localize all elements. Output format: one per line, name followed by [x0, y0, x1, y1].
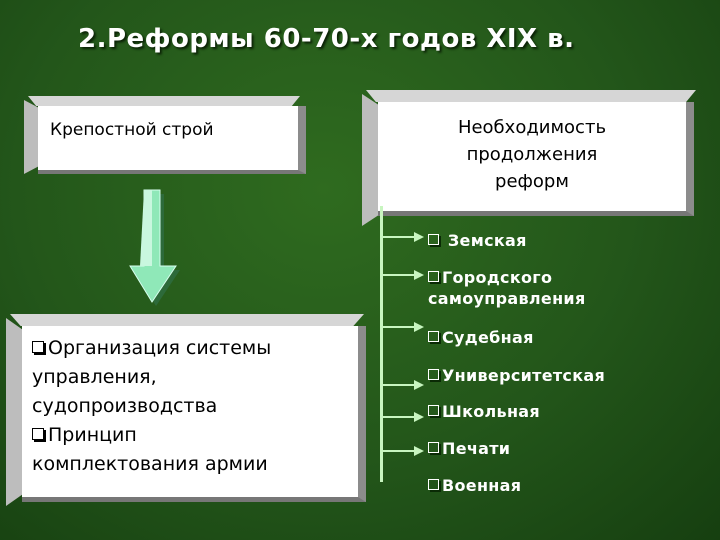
organization-text: Принцип: [48, 424, 137, 446]
organization-line: судопроизводства: [32, 395, 218, 417]
connector-branch: [382, 274, 416, 276]
reform-item-judicial: Судебная: [428, 327, 534, 348]
checkbox-bullet-icon: [32, 428, 44, 440]
reform-item-university: Университетская: [428, 365, 605, 386]
checkbox-bullet-icon: [428, 369, 439, 380]
reform-item-school: Школьная: [428, 401, 540, 422]
slide-title: 2.Реформы 60-70-х годов XIX в.: [78, 24, 575, 54]
box-face: Необходимость продолжения реформ: [378, 102, 694, 216]
reform-item-press: Печати: [428, 438, 510, 459]
box-bevel-left: [362, 94, 378, 226]
connector-branch: [382, 416, 416, 418]
organization-box: Организация системы управления, судопрои…: [6, 314, 368, 510]
checkbox-bullet-icon: [428, 331, 439, 342]
arrow-head-icon: [414, 412, 424, 422]
arrow-head-icon: [414, 446, 424, 456]
box-face: Крепостной строй: [38, 106, 306, 174]
box-bevel-top: [10, 314, 364, 326]
reform-item-zemstvo: Земская: [428, 230, 527, 251]
reform-label: Военная: [442, 476, 522, 495]
organization-line: Организация системы: [32, 334, 358, 363]
arrow-head-icon: [414, 232, 424, 242]
box-face: Организация системы управления, судопрои…: [22, 326, 366, 502]
connector-branch: [382, 384, 416, 386]
continuation-line: Необходимость: [457, 117, 607, 138]
reform-label: самоуправления: [428, 289, 586, 308]
organization-text: Организация системы: [48, 337, 272, 359]
reform-item-military: Военная: [428, 475, 521, 496]
connector-branch: [382, 236, 416, 238]
connector-vertical-line: [380, 206, 383, 482]
serfdom-label: Крепостной строй: [50, 120, 214, 140]
box-bevel-top: [28, 96, 300, 106]
serfdom-box: Крепостной строй: [24, 96, 306, 178]
checkbox-bullet-icon: [32, 341, 44, 353]
arrow-head-icon: [414, 322, 424, 332]
checkbox-bullet-icon: [428, 405, 439, 416]
connector-branch: [382, 450, 416, 452]
reform-label: Школьная: [442, 402, 540, 421]
reform-label: Городского: [442, 268, 553, 287]
box-bevel-top: [366, 90, 696, 102]
organization-line: Принцип: [32, 421, 358, 450]
checkbox-bullet-icon: [428, 234, 439, 245]
reform-label: Земская: [447, 231, 527, 250]
organization-line: управления,: [32, 366, 157, 388]
checkbox-bullet-icon: [428, 442, 439, 453]
continuation-box: Необходимость продолжения реформ: [362, 90, 700, 230]
connector-branch: [382, 326, 416, 328]
organization-line: комплектования армии: [32, 453, 268, 475]
continuation-line: продолжения: [466, 144, 598, 165]
box-bevel-left: [24, 100, 38, 174]
reform-label: Печати: [442, 439, 511, 458]
box-bevel-left: [6, 318, 22, 506]
arrow-highlight: [140, 190, 152, 266]
arrow-head-icon: [414, 270, 424, 280]
checkbox-bullet-icon: [428, 479, 439, 490]
continuation-line: реформ: [495, 171, 569, 192]
down-arrow-icon: [129, 189, 180, 306]
reform-label: Университетская: [442, 366, 606, 385]
reform-label: Судебная: [442, 328, 534, 347]
arrow-head-icon: [414, 380, 424, 390]
checkbox-bullet-icon: [428, 271, 439, 282]
reform-item-city: Городского самоуправления: [428, 267, 586, 309]
